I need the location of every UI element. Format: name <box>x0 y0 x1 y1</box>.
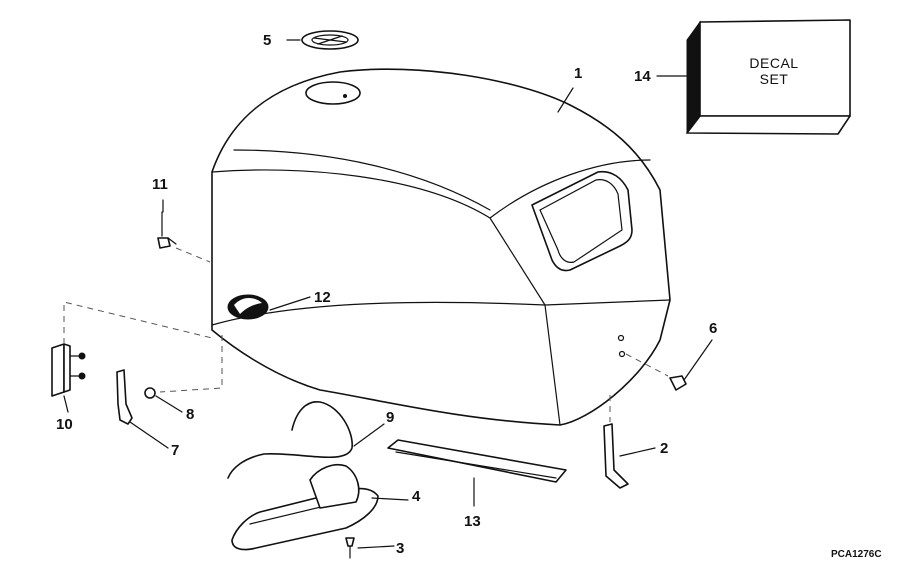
tray-part-4 <box>231 464 379 551</box>
lever-part-7 <box>116 369 133 425</box>
decal-set-box <box>686 19 851 135</box>
nut-part-8 <box>144 387 156 399</box>
bracket-part-10 <box>51 343 86 397</box>
figure-code: PCA1276C <box>831 549 882 560</box>
callout-4: 4 <box>412 488 421 505</box>
callout-10: 10 <box>56 416 73 433</box>
screw-part-11 <box>157 211 177 249</box>
decal-line-2: SET <box>759 71 789 88</box>
callout-6: 6 <box>709 320 718 337</box>
callout-2: 2 <box>660 440 669 457</box>
cap-part-5 <box>301 30 359 50</box>
callout-13: 13 <box>464 513 481 530</box>
decal-line-1: DECAL <box>749 55 799 71</box>
callout-14: 14 <box>634 68 651 85</box>
strip-part-13 <box>387 439 567 483</box>
callout-9: 9 <box>386 409 395 426</box>
screw-part-6 <box>669 375 687 391</box>
screw-part-3 <box>345 537 355 559</box>
callout-8: 8 <box>186 406 195 423</box>
callout-5: 5 <box>263 32 272 49</box>
cable-part-9 <box>227 401 353 479</box>
callout-12: 12 <box>314 289 331 306</box>
decal-set-label: DECAL SET <box>712 55 836 87</box>
engine-cover-part-1 <box>211 68 671 426</box>
callout-11: 11 <box>152 176 168 193</box>
latch-part-2 <box>603 423 629 489</box>
emblem-part-12 <box>227 294 269 320</box>
callout-3: 3 <box>396 540 405 557</box>
callout-7: 7 <box>171 442 180 459</box>
callout-1: 1 <box>574 65 583 82</box>
